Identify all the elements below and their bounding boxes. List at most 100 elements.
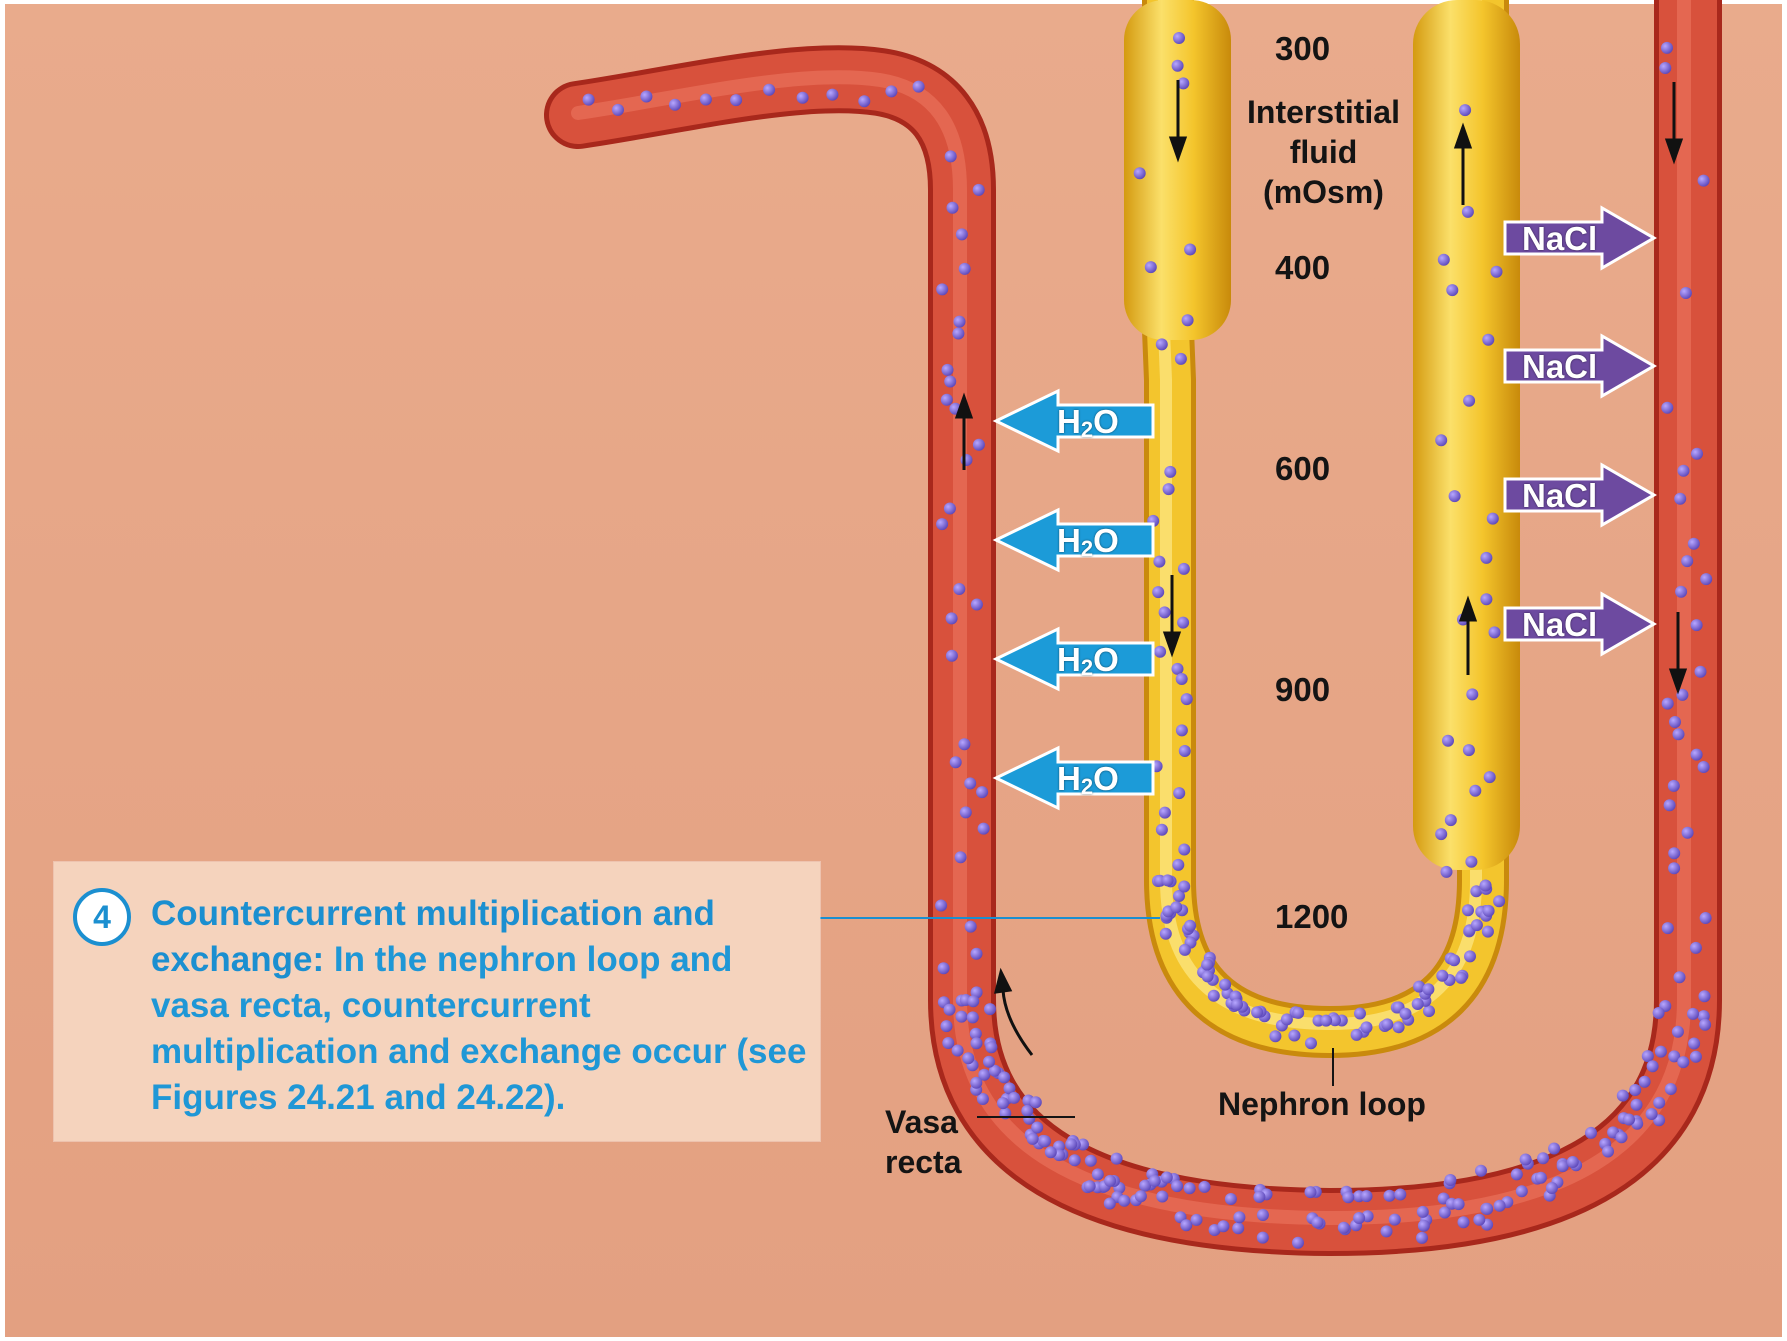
solute-particle <box>1668 780 1680 792</box>
solute-particle <box>1647 1060 1659 1072</box>
solute-particle <box>826 89 838 101</box>
solute-particle <box>1481 1203 1493 1215</box>
solute-particle <box>1184 244 1196 256</box>
solute-particle <box>1311 1216 1323 1228</box>
solute-particle <box>1353 1212 1365 1224</box>
solute-particle <box>1202 970 1214 982</box>
solute-particle <box>1156 338 1168 350</box>
solute-particle <box>971 599 983 611</box>
water-label-subscript: 2 <box>1081 536 1093 561</box>
solute-particle <box>1661 402 1673 414</box>
solute-particle <box>1449 490 1461 502</box>
solute-particle <box>1178 844 1190 856</box>
solute-particle <box>1691 448 1703 460</box>
solute-particle <box>1164 466 1176 478</box>
solute-particle <box>1418 1220 1430 1232</box>
solute-particle <box>954 316 966 328</box>
solute-particle <box>941 394 953 406</box>
solute-particle <box>1441 866 1453 878</box>
solute-particle <box>1682 827 1694 839</box>
solute-particle <box>1665 1083 1677 1095</box>
solute-particle <box>1465 856 1477 868</box>
solute-particle <box>1466 688 1478 700</box>
solute-particle <box>983 1056 995 1068</box>
solute-particle <box>936 518 948 530</box>
solute-particle <box>1381 1225 1393 1237</box>
solute-particle <box>1493 895 1505 907</box>
solute-particle <box>1039 1135 1051 1147</box>
solute-particle <box>1416 1232 1428 1244</box>
solute-particle <box>953 583 965 595</box>
solute-particle <box>952 328 964 340</box>
osmolarity-600: 600 <box>1275 452 1330 485</box>
solute-particle <box>1484 771 1496 783</box>
solute-particle <box>1458 1216 1470 1228</box>
solute-particle <box>1253 1191 1265 1203</box>
vasa-recta-label-line2: recta <box>885 1142 962 1182</box>
solute-particle <box>1448 954 1460 966</box>
solute-particle <box>1489 626 1501 638</box>
solute-particle <box>1361 1190 1373 1202</box>
solute-particle <box>1688 538 1700 550</box>
solute-particle <box>913 81 925 93</box>
osmolarity-1200: 1200 <box>1275 900 1348 933</box>
nacl-label: NaCl <box>1522 479 1597 512</box>
solute-particle <box>935 900 947 912</box>
solute-particle <box>1232 1222 1244 1234</box>
step-description: Countercurrent multiplication and exchan… <box>151 891 811 1121</box>
solute-particle <box>978 823 990 835</box>
solute-particle <box>1464 950 1476 962</box>
solute-particle <box>970 1077 982 1089</box>
solute-particle <box>730 94 742 106</box>
solute-particle <box>945 150 957 162</box>
water-label-subscript: 2 <box>1081 417 1093 442</box>
solute-particle <box>1156 1191 1168 1203</box>
solute-particle <box>1381 1018 1393 1030</box>
water-label-h: H <box>1057 641 1081 678</box>
solute-particle <box>1695 666 1707 678</box>
solute-particle <box>944 376 956 388</box>
solute-particle <box>1668 862 1680 874</box>
solute-particle <box>958 738 970 750</box>
solute-particle <box>1233 1211 1245 1223</box>
solute-particle <box>640 91 652 103</box>
solute-particle <box>936 283 948 295</box>
solute-particle <box>1700 912 1712 924</box>
solute-particle <box>669 99 681 111</box>
solute-particle <box>1111 1153 1123 1165</box>
solute-particle <box>941 1020 953 1032</box>
solute-particle <box>997 1097 1009 1109</box>
solute-particle <box>1162 874 1174 886</box>
solute-particle <box>1173 32 1185 44</box>
solute-particle <box>1700 573 1712 585</box>
solute-particle <box>998 1071 1010 1083</box>
solute-particle <box>962 1052 974 1064</box>
solute-particle <box>1535 1172 1547 1184</box>
solute-particle <box>961 454 973 466</box>
solute-particle <box>1691 619 1703 631</box>
solute-particle <box>1662 698 1674 710</box>
solute-particle <box>1463 744 1475 756</box>
solute-particle <box>964 777 976 789</box>
solute-particle <box>1677 1056 1689 1068</box>
solute-particle <box>942 1037 954 1049</box>
solute-particle <box>1653 1097 1665 1109</box>
solute-particle <box>1008 1092 1020 1104</box>
interstitial-label-line3: (mOsm) <box>1236 172 1411 212</box>
nacl-label: NaCl <box>1522 222 1597 255</box>
solute-particle <box>1699 990 1711 1002</box>
solute-particle <box>1389 1214 1401 1226</box>
solute-particle <box>1085 1155 1097 1167</box>
solute-particle <box>1178 563 1190 575</box>
solute-particle <box>956 228 968 240</box>
solute-particle <box>1690 1051 1702 1063</box>
solute-particle <box>1623 1114 1635 1126</box>
water-label-o: O <box>1093 641 1119 678</box>
solute-particle <box>1084 1180 1096 1192</box>
solute-particle <box>1184 1182 1196 1194</box>
solute-particle <box>1668 847 1680 859</box>
solute-particle <box>1688 1038 1700 1050</box>
solute-particle <box>1400 1008 1412 1020</box>
solute-particle <box>1422 983 1434 995</box>
interstitial-label-line1: Interstitial <box>1236 92 1411 132</box>
